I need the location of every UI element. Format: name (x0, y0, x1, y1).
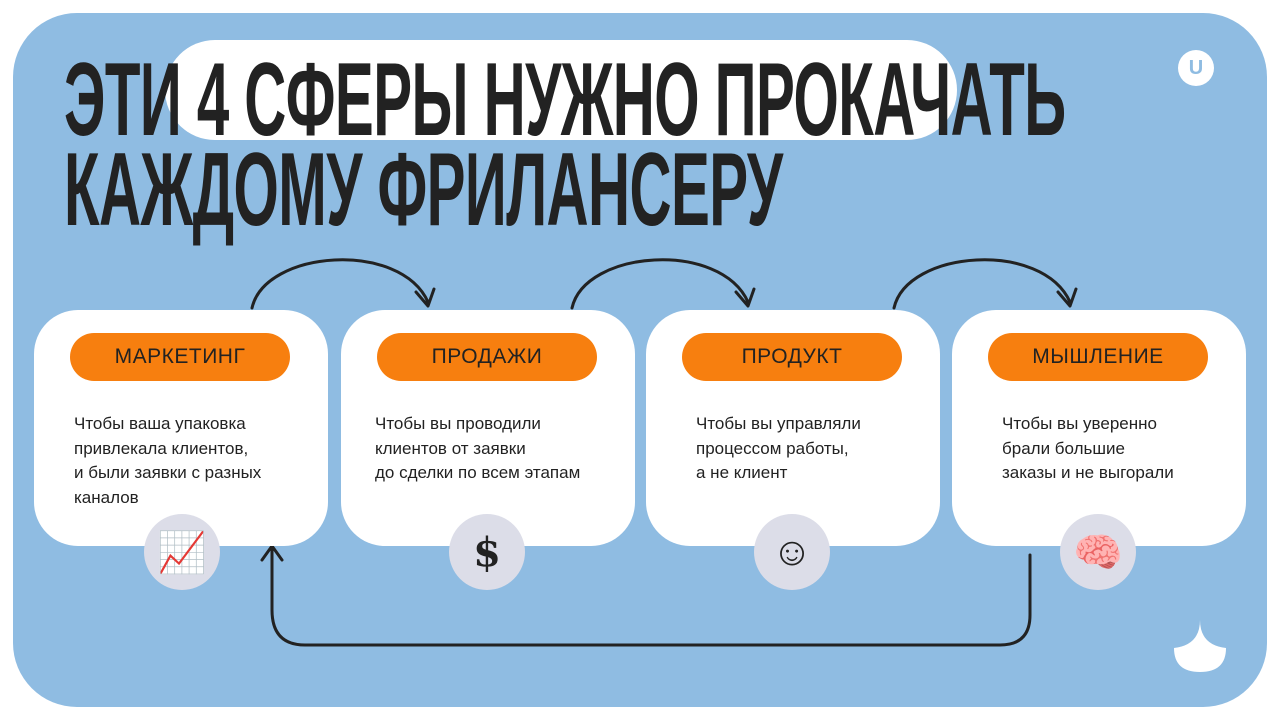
tag-label: МАРКЕТИНГ (70, 333, 290, 381)
card-product: ПРОДУКТ Чтобы вы управляли процессом раб… (646, 310, 940, 546)
tag-label: ПРОДАЖИ (377, 333, 597, 381)
card-mindset: МЫШЛЕНИЕ Чтобы вы уверенно брали большие… (952, 310, 1246, 546)
woman-face-icon: ☺ (754, 514, 830, 590)
corner-decoration (1174, 620, 1226, 672)
brain-icon: 🧠 (1060, 514, 1136, 590)
growth-chart-icon: 📈 (144, 514, 220, 590)
tag-label: ПРОДУКТ (682, 333, 902, 381)
tag-label: МЫШЛЕНИЕ (988, 333, 1208, 381)
arrow-1-2 (250, 258, 436, 310)
dollar-icon: $ (449, 514, 525, 590)
title-line-2: КАЖДОМУ ФРИЛАНСЕРУ (64, 132, 783, 248)
title-highlight (165, 40, 957, 140)
card-description: Чтобы вы управляли процессом работы, а н… (696, 414, 861, 482)
card-sales: ПРОДАЖИ Чтобы вы проводили клиентов от з… (341, 310, 635, 546)
arrow-loop-back (260, 544, 1032, 647)
title-line-1: ЭТИ 4 СФЕРЫ НУЖНО ПРОКАЧАТЬ (64, 48, 1066, 152)
arrow-3-4 (892, 258, 1078, 310)
arrow-2-3 (570, 258, 756, 310)
card-description: Чтобы вы проводили клиентов от заявки до… (375, 414, 581, 482)
title-prefix: ЭТИ (64, 42, 182, 158)
card-description: Чтобы вы уверенно брали большие заказы и… (1002, 414, 1174, 482)
card-marketing: МАРКЕТИНГ Чтобы ваша упаковка привлекала… (34, 310, 328, 546)
title-highlight-text: 4 СФЕРЫ НУЖНО ПРОКАЧАТЬ (196, 42, 1066, 158)
card-description: Чтобы ваша упаковка привлекала клиентов,… (74, 414, 262, 507)
logo-icon: U (1178, 50, 1214, 86)
